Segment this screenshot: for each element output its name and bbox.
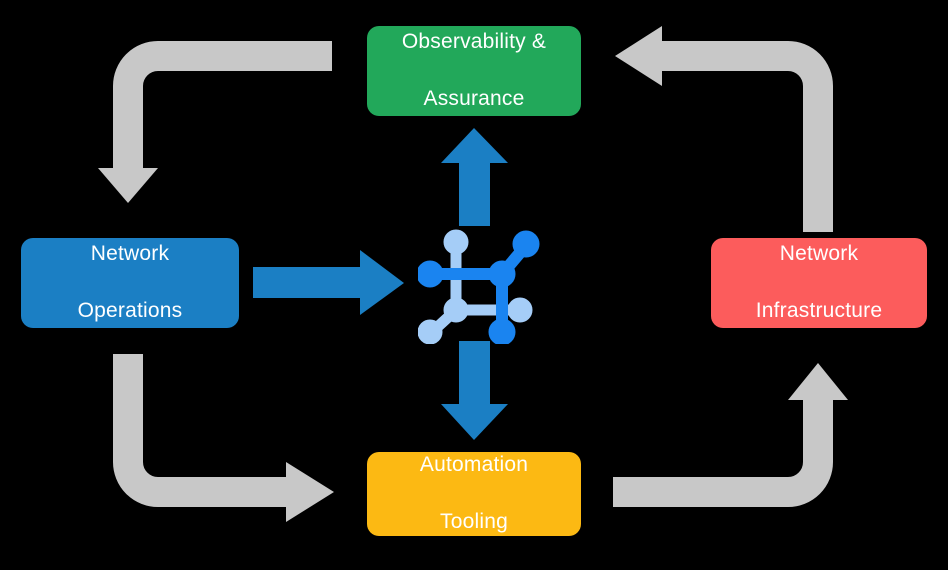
blue-arrow-up — [441, 128, 508, 226]
node-label-observability: Observability &Assurance — [401, 30, 547, 111]
gray-arrow-bottom-left — [113, 354, 334, 522]
blue-arrow-down — [441, 341, 508, 440]
network-topology-icon — [418, 229, 540, 344]
network-icon-front-layer — [418, 230, 540, 344]
blue-arrow-right — [253, 250, 404, 315]
gray-arrow-bottom-right — [613, 363, 848, 507]
gray-arrow-top-left — [98, 41, 332, 203]
node-box-observability[interactable]: Observability &Assurance — [367, 26, 581, 116]
gray-arrow-top-right — [615, 26, 833, 232]
